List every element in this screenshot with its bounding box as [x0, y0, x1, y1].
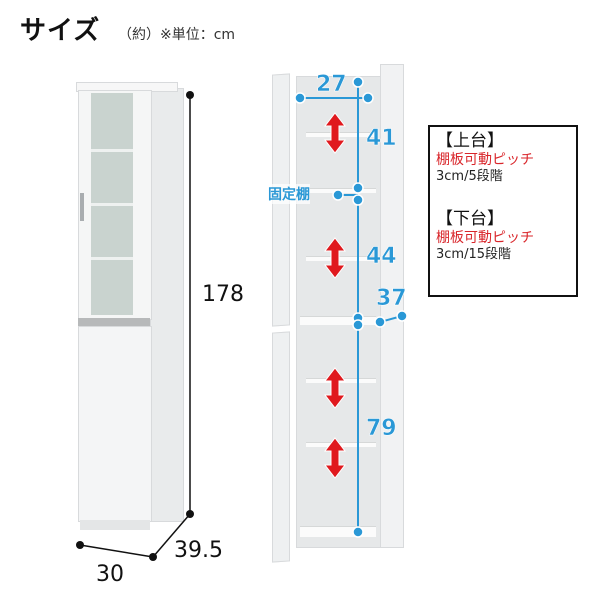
glass-shelf [91, 203, 133, 206]
lower-unit-detail: 3cm/15段階 [436, 247, 512, 262]
upper-unit-note: 棚板可動ピッチ [436, 152, 534, 168]
inner-width-label: 27 [316, 72, 347, 98]
divider-shelf [300, 316, 376, 325]
bottom-shelf [300, 526, 376, 537]
width-label: 30 [96, 562, 124, 587]
outer-dimension-lines [76, 91, 194, 561]
lower-unit-note: 棚板可動ピッチ [436, 230, 534, 246]
middle-rail [78, 318, 150, 326]
shelf-pitch-info-box: 【上台】 棚板可動ピッチ 3cm/5段階 【下台】 棚板可動ピッチ 3cm/15… [428, 125, 578, 297]
cabinet-base [80, 520, 150, 530]
page-title: サイズ [20, 16, 101, 46]
adjustable-shelf [306, 132, 376, 137]
lower-door [78, 326, 152, 522]
fixed-shelf-label: 固定棚 [268, 184, 310, 204]
cabinet-right-side [380, 64, 404, 548]
middle-span-label: 44 [366, 244, 397, 270]
unit-note: （約）※単位：cm [118, 27, 236, 43]
lower-unit-heading: 【下台】 [436, 209, 504, 229]
upper-unit-heading: 【上台】 [436, 131, 504, 151]
glass-shelf [91, 149, 133, 152]
depth-label: 39.5 [174, 538, 223, 563]
adjustable-shelf [306, 442, 376, 447]
glass-shelf [91, 257, 133, 260]
upper-glass-door [78, 90, 152, 320]
adjustable-shelf [306, 256, 376, 261]
upper-unit-detail: 3cm/5段階 [436, 169, 503, 184]
inner-depth-label: 37 [376, 286, 407, 312]
lower-span-label: 79 [366, 416, 397, 442]
height-label: 178 [202, 282, 244, 307]
door-handle [80, 193, 84, 221]
upper-span-label: 41 [366, 126, 397, 152]
